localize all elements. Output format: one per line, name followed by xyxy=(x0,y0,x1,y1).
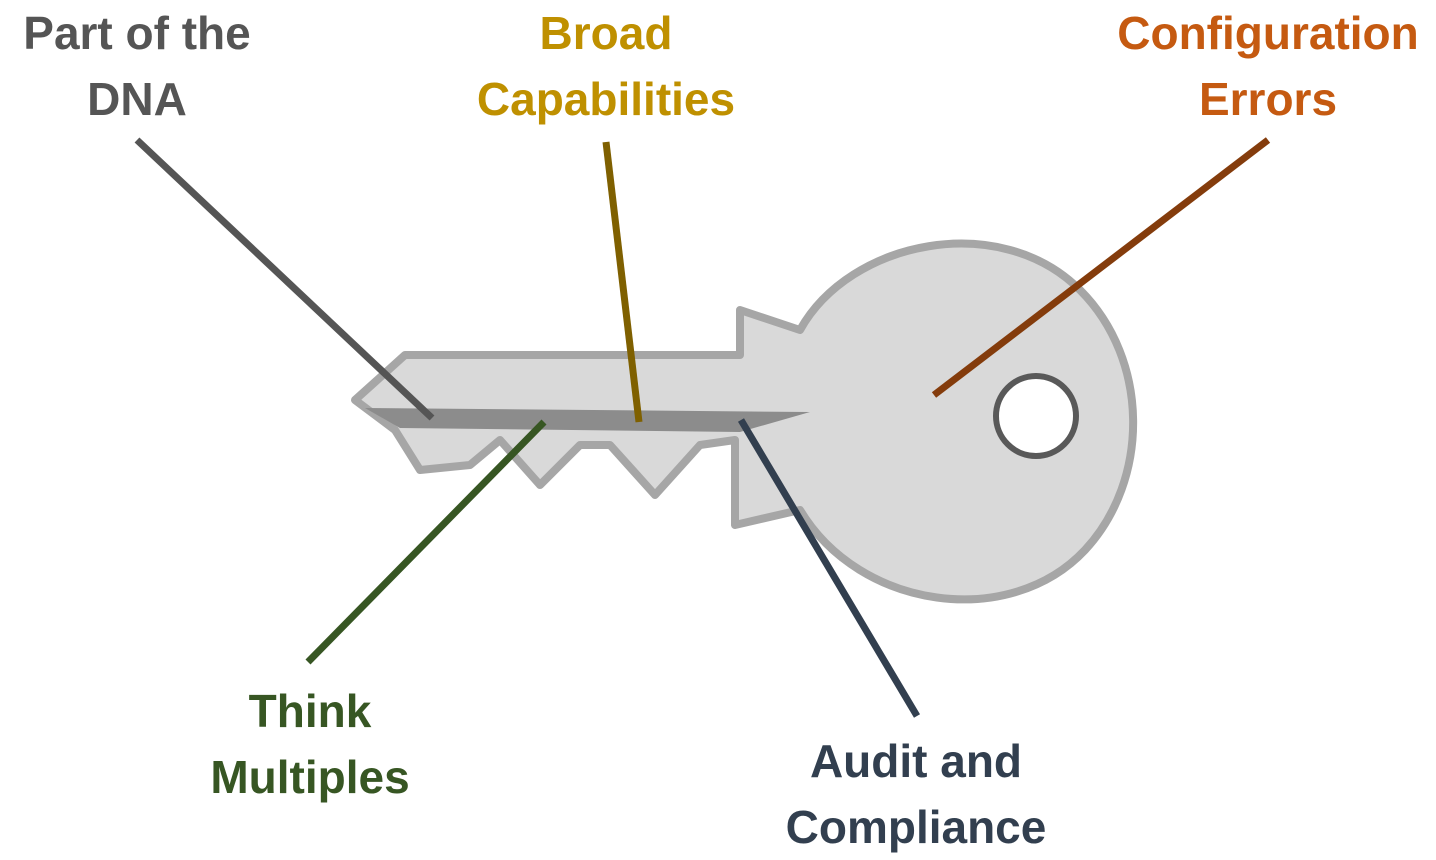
label-audit-line1: Audit and xyxy=(809,735,1023,787)
broad-connector xyxy=(602,141,643,423)
think-connector xyxy=(305,419,547,665)
config-connector xyxy=(931,137,1271,398)
label-dna-line2: DNA xyxy=(87,73,187,125)
label-think-line2: Multiples xyxy=(210,751,410,803)
audit-connector xyxy=(737,418,921,718)
label-dna-line1: Part of the xyxy=(23,7,251,59)
label-think-multiples: Think Multiples xyxy=(180,678,440,810)
label-config-line2: Errors xyxy=(1198,73,1338,125)
label-broad-capabilities: Broad Capabilities xyxy=(456,0,756,132)
label-audit-line2: Compliance xyxy=(785,801,1047,853)
label-config-line1: Configuration xyxy=(1117,7,1419,59)
label-think-line1: Think xyxy=(248,685,372,737)
label-part-of-the-dna: Part of the DNA xyxy=(0,0,274,132)
label-broad-line2: Capabilities xyxy=(476,73,736,125)
key-groove xyxy=(365,408,810,432)
key-hole xyxy=(993,373,1079,459)
label-broad-line1: Broad xyxy=(539,7,673,59)
dna-connector xyxy=(134,137,435,421)
label-audit-and-compliance: Audit and Compliance xyxy=(766,728,1066,860)
label-configuration-errors: Configuration Errors xyxy=(1100,0,1436,132)
